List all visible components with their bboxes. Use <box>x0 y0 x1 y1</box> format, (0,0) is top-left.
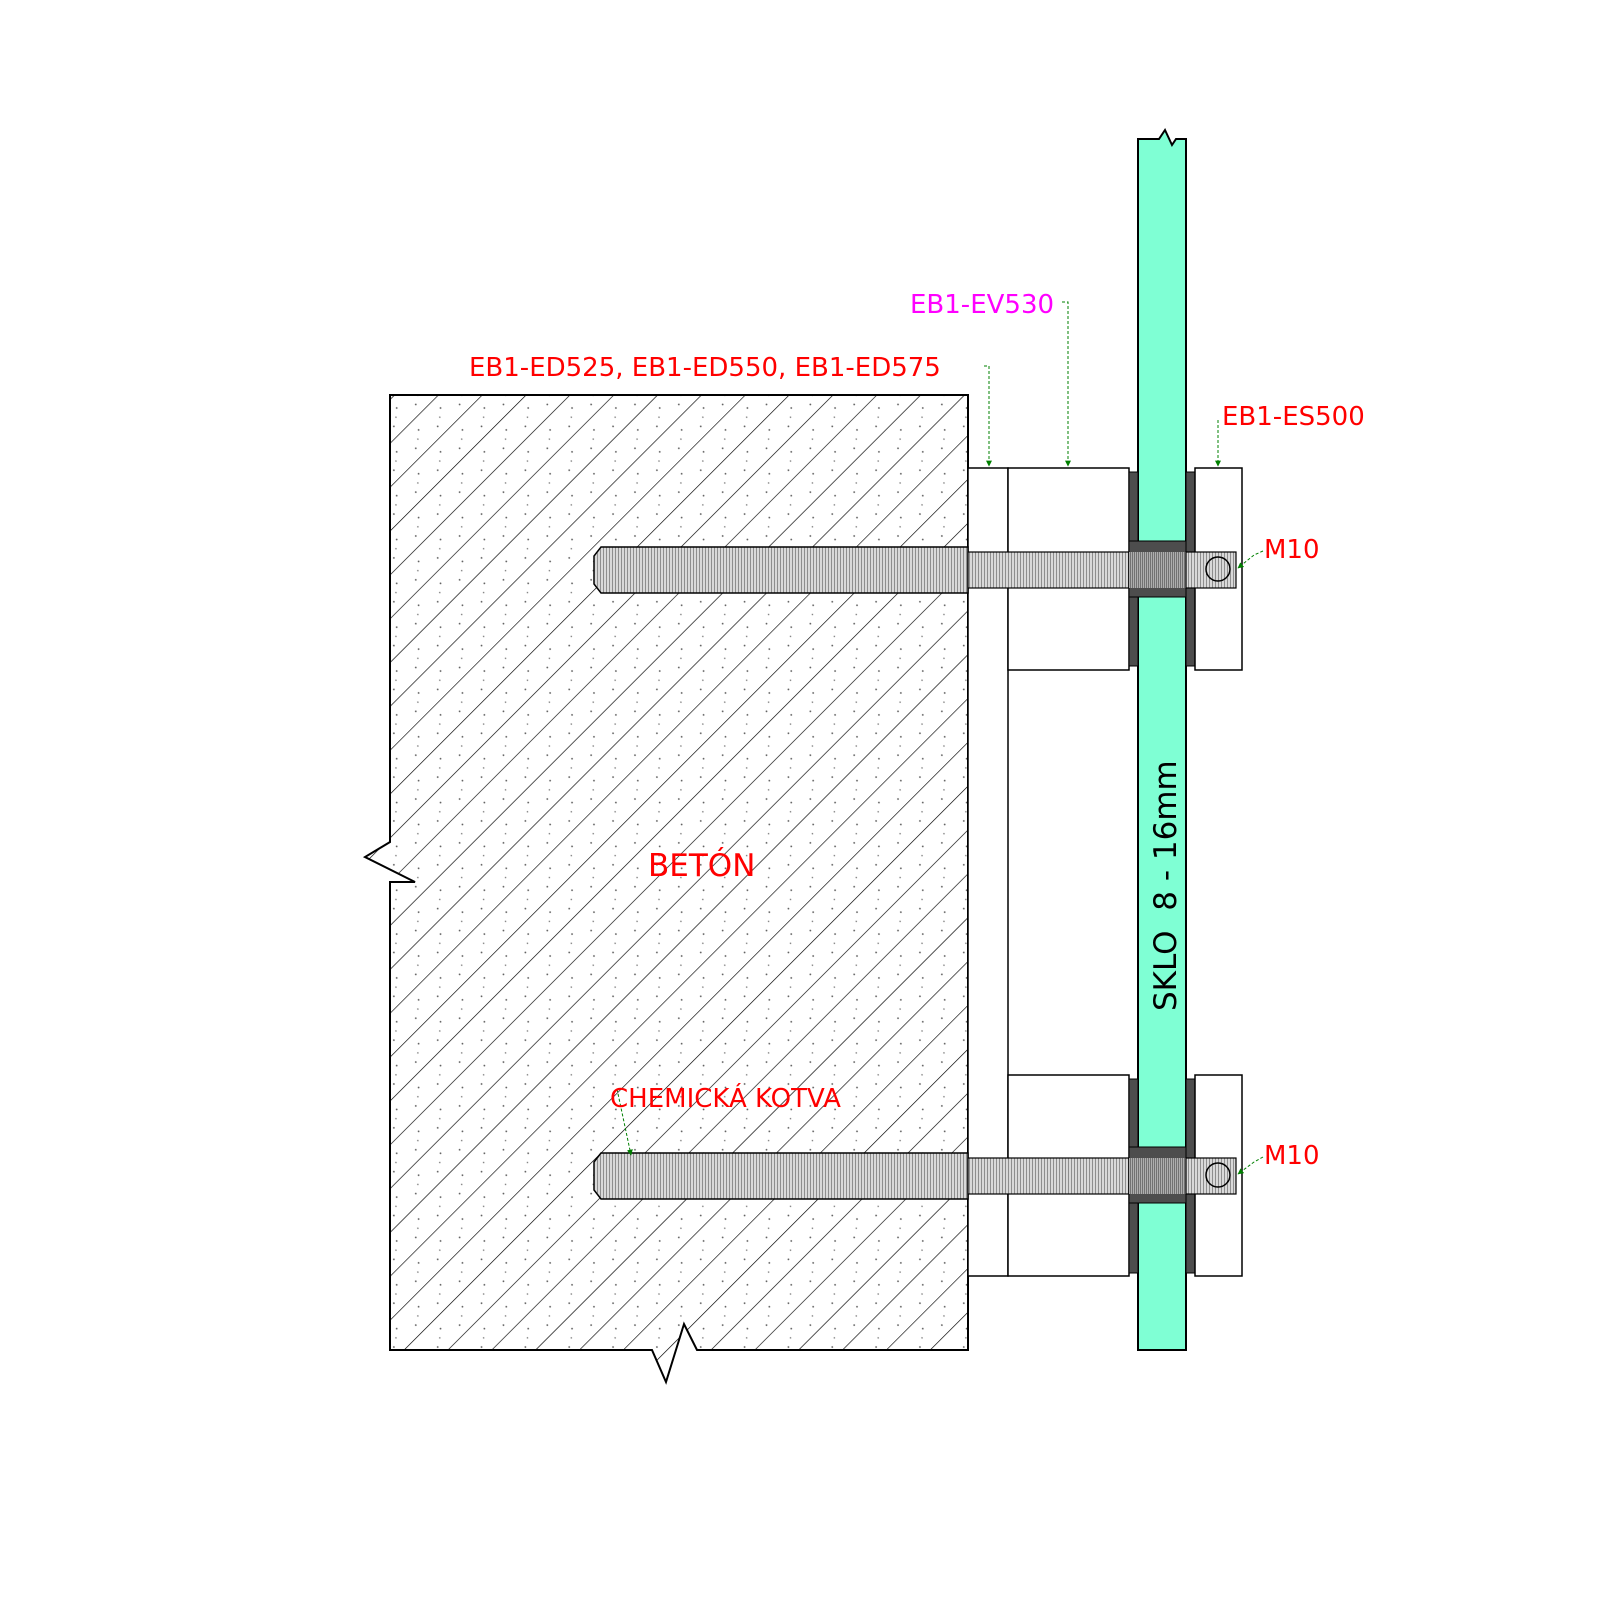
label-concrete: BETÓN <box>648 847 755 884</box>
label-spacers: EB1-ED525, EB1-ED550, EB1-ED575 <box>469 353 941 383</box>
label-thread-bottom: M10 <box>1264 1141 1320 1171</box>
label-anchor: CHEMICKÁ KOTVA <box>610 1082 841 1114</box>
label-outer-cap: EB1-ES500 <box>1222 402 1365 432</box>
concrete-block <box>362 394 969 1385</box>
threaded-rod-bottom <box>593 1146 1237 1204</box>
label-glass: SKLO 8 - 16mm <box>1148 760 1184 1011</box>
spacer-top <box>967 467 1009 1277</box>
label-glass-holder: EB1-EV530 <box>910 290 1054 320</box>
leader-glass-holder <box>1062 301 1071 467</box>
leader-anchor <box>616 1088 633 1156</box>
threaded-rod-top <box>593 540 1237 598</box>
leader-spacers <box>984 365 992 467</box>
leader-thread-bottom <box>1237 1156 1264 1175</box>
leader-lines <box>616 301 1264 1175</box>
label-thread-top: M10 <box>1264 535 1320 565</box>
glass-pane <box>1137 127 1187 1351</box>
